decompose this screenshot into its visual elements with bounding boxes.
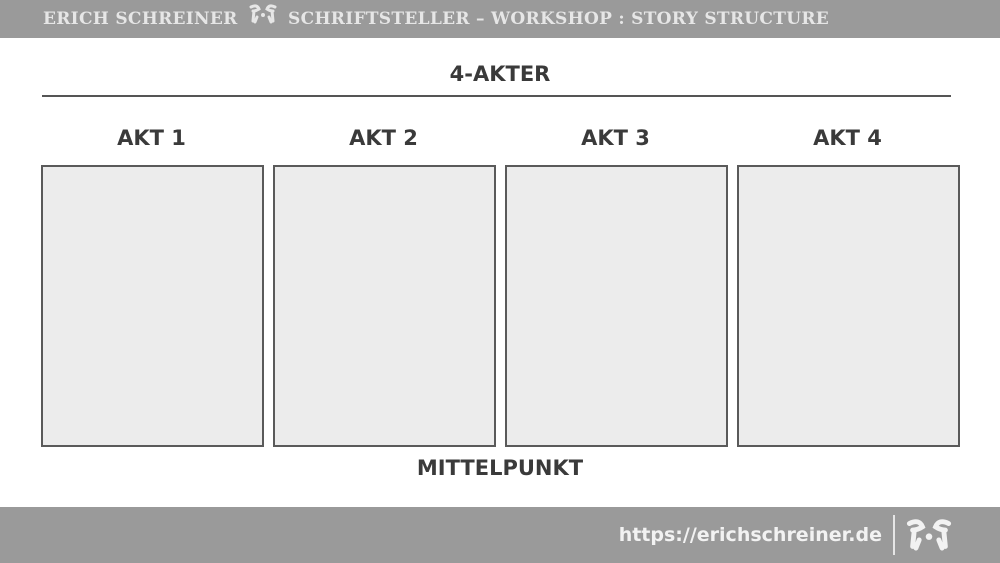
footer-divider — [893, 515, 895, 555]
act-3-label: AKT 3 — [581, 126, 650, 150]
act-2-box — [273, 165, 496, 447]
header-subtitle: SCHRIFTSTELLER – WORKSHOP : STORY STRUCT… — [288, 9, 830, 29]
header-bar: ERICH SCHREINER SCHRIFTSTELLER – WORKSHO… — [0, 0, 1000, 38]
diagram-title: 4-AKTER — [449, 62, 551, 86]
midpoint-label: MITTELPUNKT — [416, 456, 584, 480]
act-4-box — [737, 165, 960, 447]
act-1-label: AKT 1 — [117, 126, 186, 150]
act-2-label: AKT 2 — [349, 126, 418, 150]
es-logo-icon — [248, 1, 278, 39]
footer-bar: https://erichschreiner.de — [0, 507, 1000, 563]
title-divider — [42, 95, 951, 97]
website-link[interactable]: https://erichschreiner.de — [618, 524, 882, 546]
act-3-box — [505, 165, 728, 447]
header-author: ERICH SCHREINER — [43, 9, 238, 29]
es-logo-icon — [903, 517, 955, 557]
act-4-label: AKT 4 — [813, 126, 882, 150]
header-title: ERICH SCHREINER SCHRIFTSTELLER – WORKSHO… — [43, 0, 829, 38]
act-1-box — [41, 165, 264, 447]
